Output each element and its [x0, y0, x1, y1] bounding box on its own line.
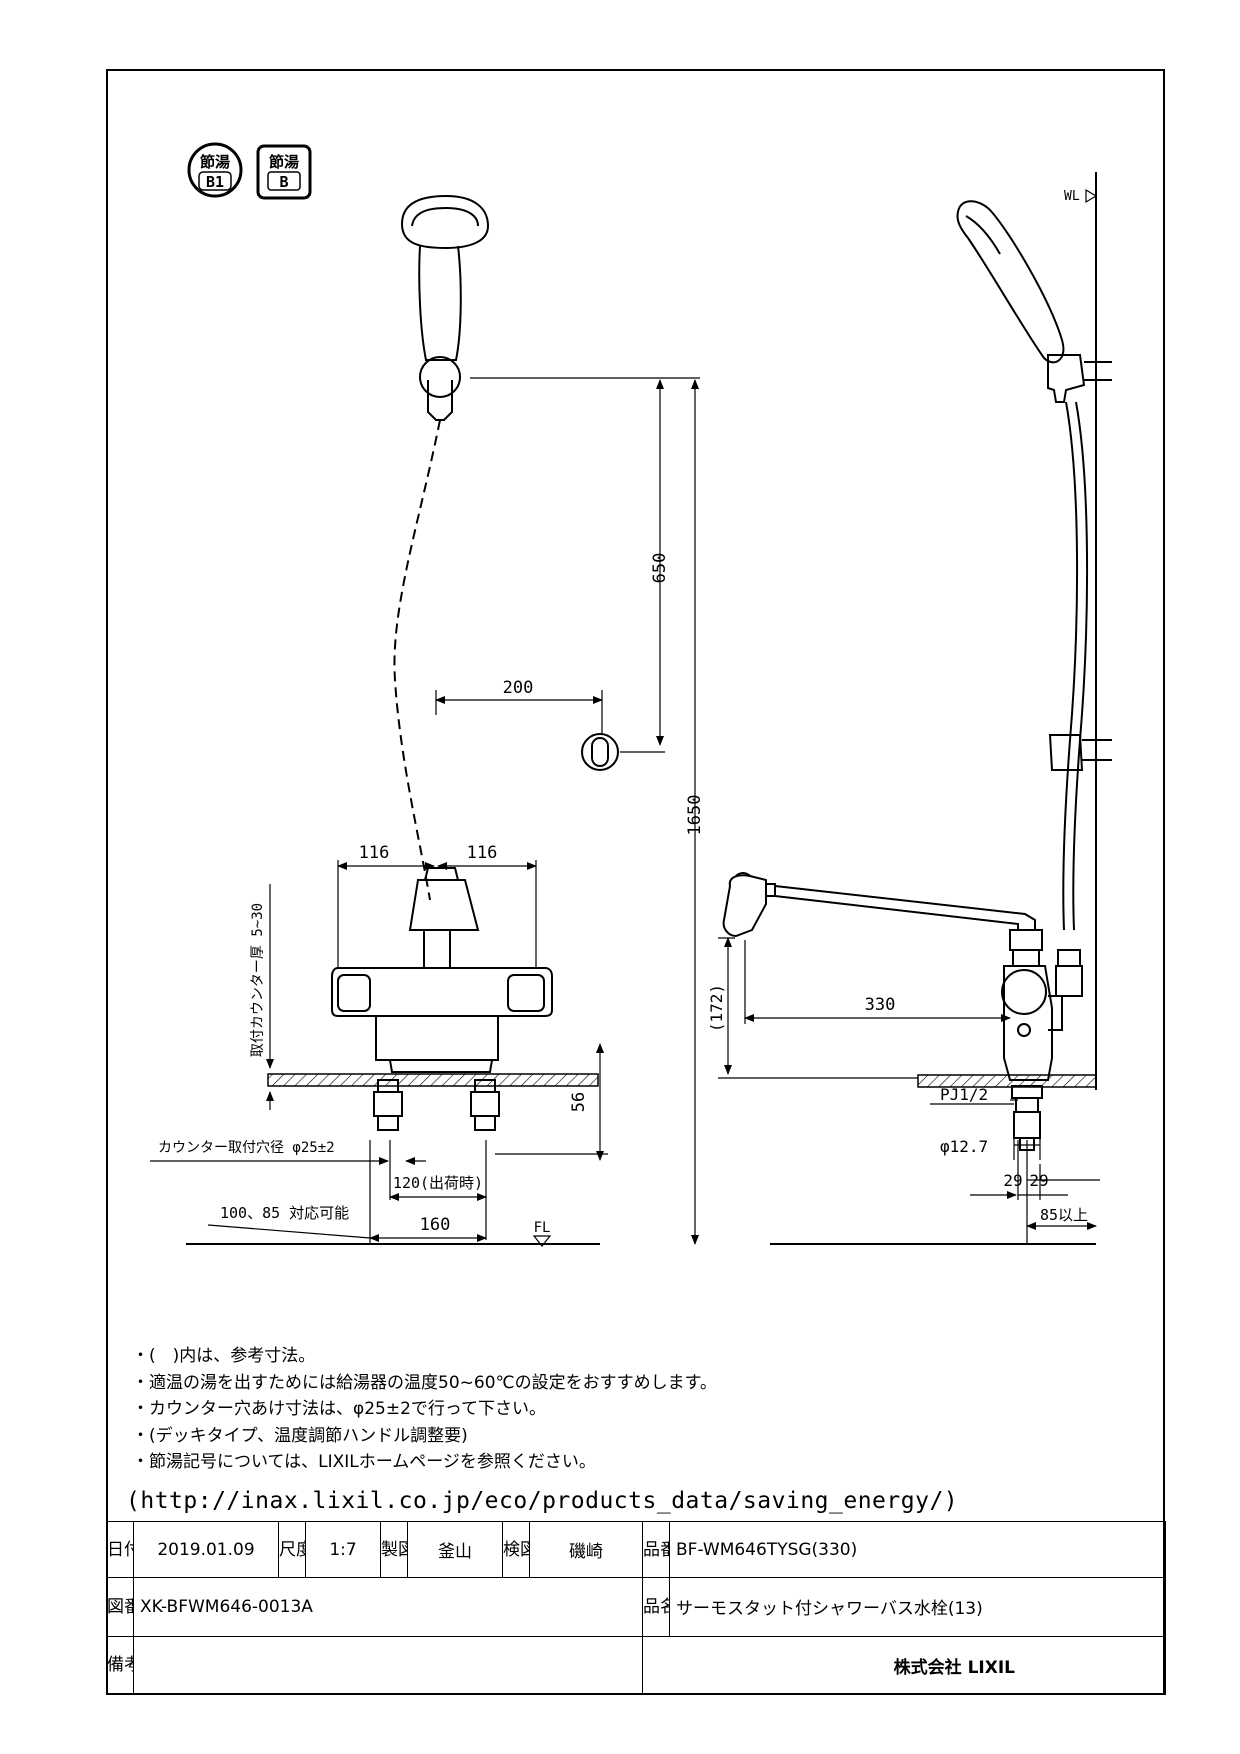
badge-b-bottom: B: [279, 173, 288, 191]
wall-level-marker: [1085, 188, 1098, 204]
note-5: ・節湯記号については、LIXILホームページを参照ください。: [132, 1452, 596, 1472]
product-name-value: サーモスタット付シャワーバス水栓(13): [669, 1577, 1166, 1637]
front-view: [331, 194, 619, 1131]
date-label: 日付: [106, 1520, 134, 1579]
company-name: 株式会社 LIXIL: [642, 1635, 1166, 1696]
dim-29-b: 29: [1029, 1171, 1048, 1190]
floor-label: FL: [534, 1220, 551, 1236]
checked-label: 検図: [502, 1520, 530, 1579]
counter-side: [917, 1074, 1097, 1088]
remarks-value: [133, 1635, 643, 1696]
badge-b-top: 節湯: [269, 153, 299, 171]
badge-b1-top: 節湯: [200, 153, 230, 171]
badge-b1-bottom: B1: [206, 173, 224, 191]
dim-650: 650: [650, 553, 670, 584]
checked-by: 磯崎: [529, 1520, 643, 1579]
side-view: [722, 172, 1112, 1151]
dim-1650: 1650: [685, 795, 705, 836]
dim-120: 120(出荷時): [393, 1174, 483, 1192]
dim-12-7: φ12.7: [940, 1137, 988, 1156]
part-no-value: BF-WM646TYSG(330): [669, 1520, 1166, 1579]
front-dimensions: [150, 377, 700, 1245]
title-block: 日付 2019.01.09 尺度 1:7 製図 釜山 検図 磯崎 品番 BF-W…: [106, 1520, 1166, 1696]
dim-200: 200: [503, 678, 534, 698]
dim-56: 56: [569, 1092, 589, 1112]
dim-160: 160: [420, 1215, 451, 1235]
drawing-no-value: XK-BFWM646-0013A: [133, 1577, 643, 1637]
dim-172: (172): [707, 984, 726, 1032]
dim-counter-thickness: 取付カウンター厚 5~30: [250, 903, 266, 1057]
note-4: ・(デッキタイプ、温度調節ハンドル調整要): [132, 1425, 468, 1446]
note-2: ・適温の湯を出すためには給湯器の温度50~60℃の設定をおすすめします。: [132, 1372, 717, 1393]
scale-label: 尺度: [278, 1520, 306, 1579]
product-name-label: 品名: [642, 1577, 670, 1637]
dim-100-85: 100、85 対応可能: [220, 1204, 349, 1222]
date-value: 2019.01.09: [133, 1520, 279, 1579]
drawn-label: 製図: [380, 1520, 408, 1579]
scale-value: 1:7: [305, 1520, 381, 1579]
dim-hole-dia: カウンター取付穴径 φ25±2: [158, 1140, 335, 1156]
counter-front: [267, 1073, 599, 1087]
wall-level-label: WL: [1064, 189, 1080, 204]
reference-url: (http://inax.lixil.co.jp/eco/products_da…: [126, 1488, 959, 1514]
notes: ・( )内は、参考寸法。 ・適温の湯を出すためには給湯器の温度50~60℃の設定…: [132, 1343, 717, 1476]
note-3: ・カウンター穴あけ寸法は、φ25±2で行って下さい。: [132, 1399, 547, 1419]
dim-pj: PJ1/2: [940, 1085, 988, 1104]
remarks-label: 備考: [106, 1635, 134, 1696]
dim-85: 85以上: [1040, 1206, 1088, 1224]
saving-badge-b1: 節湯 B1: [187, 142, 243, 198]
part-no-label: 品番: [642, 1520, 670, 1579]
dim-330: 330: [865, 995, 896, 1015]
floor-marker: [532, 1235, 552, 1247]
dim-116-right: 116: [467, 843, 498, 863]
dim-116-left: 116: [359, 843, 390, 863]
note-1: ・( )内は、参考寸法。: [132, 1346, 316, 1366]
drawn-by: 釜山: [407, 1520, 503, 1579]
drawing-no-label: 図番: [106, 1577, 134, 1637]
saving-badge-b: 節湯 B: [256, 144, 312, 200]
side-dimensions: [718, 937, 1100, 1244]
dim-29-a: 29: [1003, 1171, 1022, 1190]
